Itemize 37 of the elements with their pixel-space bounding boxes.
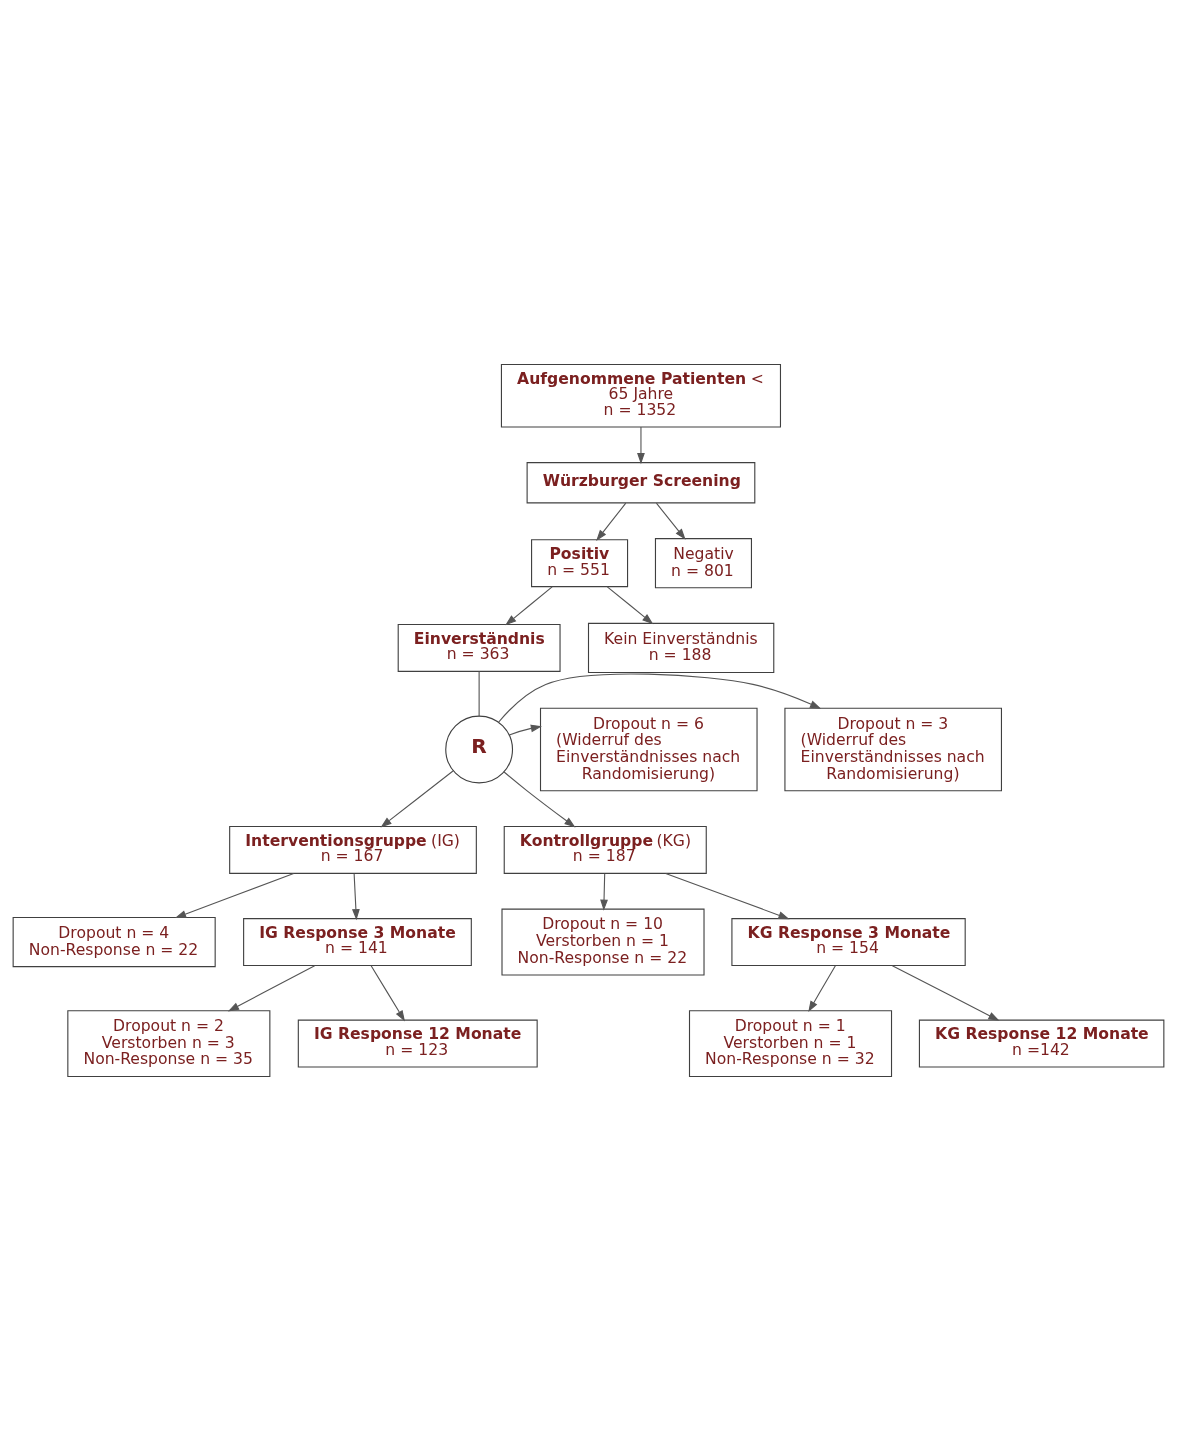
arrow [174, 872, 295, 919]
arrow [655, 502, 686, 540]
node-box: Positiv n = 551 [531, 539, 629, 588]
arrow [227, 965, 316, 1012]
arrow [637, 426, 645, 465]
arrow [508, 724, 542, 736]
node-box: IG Response 3 Monate n = 141 [243, 918, 472, 967]
arrow [380, 770, 454, 828]
arrow [503, 771, 576, 828]
node-box: Würzburger Screening [526, 462, 756, 504]
node-box: Kontrollgruppe (KG) n = 187 [503, 825, 707, 874]
node-box: Dropout n = 10 Verstorben n = 1 Non-Response n = 22 [501, 908, 705, 976]
node-box: Einverständnis n = 363 [397, 623, 561, 672]
arrow [600, 873, 608, 911]
node-box: IG Response 12 Monate n = 123 [297, 1019, 538, 1068]
arrow [505, 586, 553, 626]
arrow [351, 873, 360, 921]
arrow [808, 965, 836, 1013]
node-box: Kein Einverständnis n = 188 [587, 622, 775, 674]
connector [478, 671, 480, 717]
arrow [665, 872, 790, 920]
node-box: Interventionsgruppe (IG) n = 167 [229, 825, 477, 874]
arrow [891, 965, 1000, 1021]
arrow [497, 673, 822, 724]
arrow [596, 502, 627, 541]
node-box: Dropout n = 3 (Widerruf des Einverständnisses nach Randomisierung) [784, 707, 1002, 792]
node-box: Aufgenommene Patienten < 65 Jahre n = 1352 [500, 363, 782, 428]
node-box: Dropout n = 1 Verstorben n = 1 Non-Response n = 32 [688, 1010, 893, 1078]
node-box: Negativ n = 801 [654, 538, 752, 589]
node-box: Dropout n = 2 Verstorben n = 3 Non-Response n = 35 [67, 1010, 271, 1078]
arrow [370, 965, 405, 1022]
node-box: KG Response 3 Monate n = 154 [731, 918, 966, 967]
arrow [606, 586, 654, 625]
node-box: KG Response 12 Monate n =142 [918, 1019, 1165, 1068]
node-box: Dropout n = 6 (Widerruf des Einverständnisses nach Randomisierung) [539, 707, 758, 792]
node-box: Dropout n = 4 Non-Response n = 22 [12, 916, 216, 968]
node-circle: R [445, 715, 514, 784]
